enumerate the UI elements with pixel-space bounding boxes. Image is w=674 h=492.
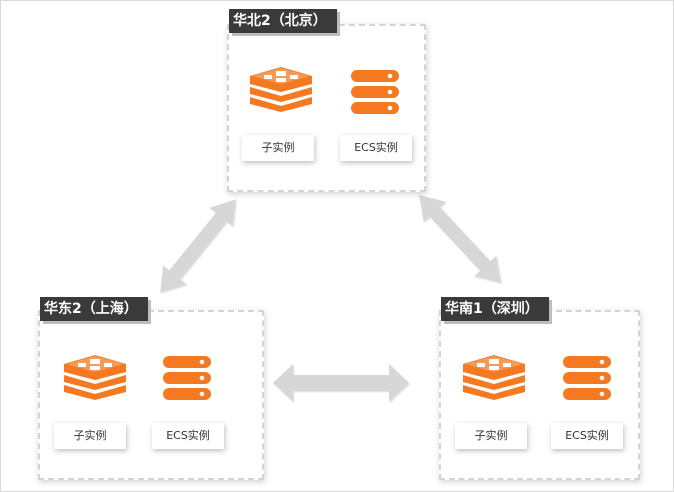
region-shenzhen [439, 310, 640, 480]
arrow-beijing-shanghai [160, 199, 236, 293]
redis-stack-icon [64, 355, 126, 400]
redis-stack-icon [250, 67, 312, 112]
redis-stack-icon [463, 355, 525, 400]
arrow-beijing-shenzhen [419, 195, 501, 283]
region-label-shenzhen: 华南1（深圳） [441, 297, 549, 321]
ecs-instance-beijing: ECS实例 [340, 135, 412, 161]
arrow-shanghai-shenzhen [273, 364, 409, 402]
ecs-instance-shenzhen: ECS实例 [551, 423, 623, 449]
ecs-instance-shanghai: ECS实例 [152, 423, 224, 449]
region-label-shanghai: 华东2（上海） [40, 297, 148, 321]
sub-instance-beijing: 子实例 [242, 135, 314, 161]
server-rack-icon [163, 356, 211, 400]
server-rack-icon [351, 70, 399, 114]
sub-instance-shanghai: 子实例 [54, 423, 126, 449]
server-rack-icon [563, 356, 611, 400]
region-label-beijing: 华北2（北京） [229, 9, 337, 33]
sub-instance-shenzhen: 子实例 [455, 423, 527, 449]
